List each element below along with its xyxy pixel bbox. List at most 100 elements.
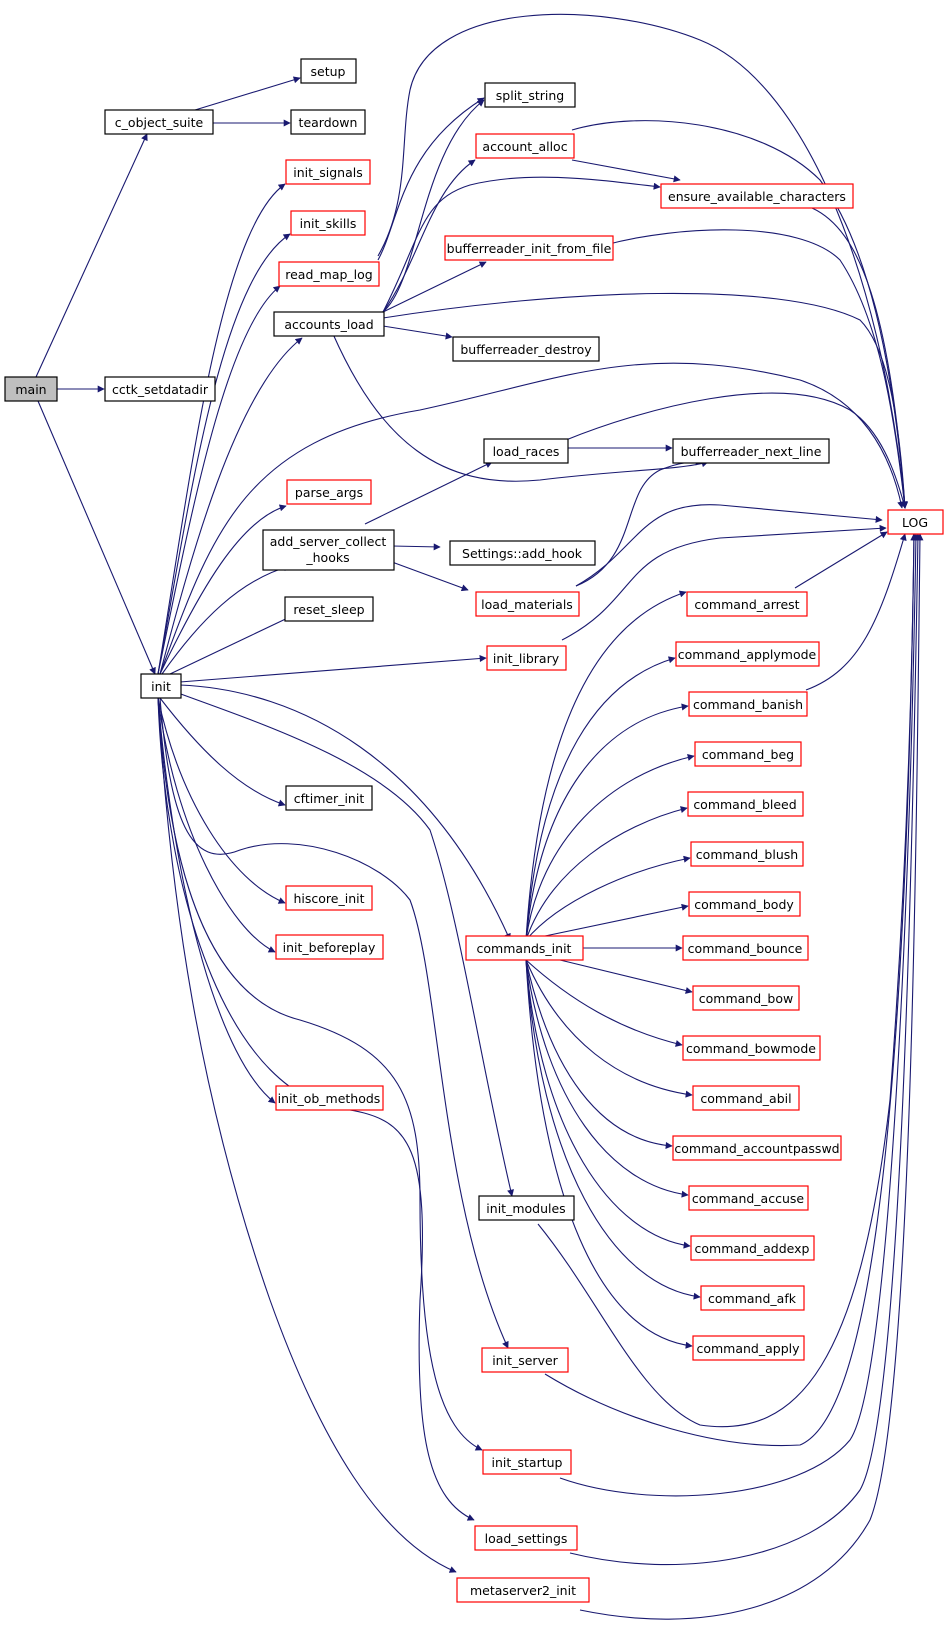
edge-init_modules-log xyxy=(537,533,918,1428)
node-command_bounce[interactable]: command_bounce xyxy=(682,935,809,961)
node-init_library-label: init_library xyxy=(493,651,560,666)
node-accounts_load[interactable]: accounts_load xyxy=(273,311,385,337)
edge-account_alloc-log xyxy=(571,120,908,509)
node-bufferreader_init_from_file[interactable]: bufferreader_init_from_file xyxy=(444,235,614,261)
edge-commands_init-command_bow xyxy=(559,959,693,994)
node-reset_sleep[interactable]: reset_sleep xyxy=(284,596,374,622)
node-command_accuse[interactable]: command_accuse xyxy=(688,1185,809,1211)
node-command_accountpasswd[interactable]: command_accountpasswd xyxy=(672,1135,842,1161)
node-command_afk[interactable]: command_afk xyxy=(700,1285,805,1311)
node-cctk_setdatadir-label: cctk_setdatadir xyxy=(112,382,209,397)
node-command_bounce-label: command_bounce xyxy=(688,941,803,956)
edge-account_alloc-ensure_available_characters xyxy=(571,159,681,183)
node-init_startup[interactable]: init_startup xyxy=(482,1449,572,1475)
node-command_bleed-label: command_bleed xyxy=(693,797,796,812)
node-log[interactable]: LOG xyxy=(887,509,944,535)
node-command_bowmode[interactable]: command_bowmode xyxy=(682,1035,821,1061)
node-teardown-label: teardown xyxy=(299,115,358,130)
node-teardown[interactable]: teardown xyxy=(290,109,366,135)
node-init_beforeplay[interactable]: init_beforeplay xyxy=(275,934,384,960)
edge-read_map_log-log xyxy=(377,13,908,509)
node-commands_init[interactable]: commands_init xyxy=(465,935,584,961)
edge-init-metaserver2_init xyxy=(157,697,457,1573)
edge-main-init xyxy=(37,400,156,675)
node-hiscore_init[interactable]: hiscore_init xyxy=(285,885,373,911)
node-init_ob_methods[interactable]: init_ob_methods xyxy=(275,1085,384,1111)
node-load_races-label: load_races xyxy=(493,444,560,459)
node-c_object_suite[interactable]: c_object_suite xyxy=(104,109,214,135)
edge-init-reset_sleep xyxy=(169,614,295,675)
edge-init-init_beforeplay xyxy=(157,697,276,953)
node-cftimer_init[interactable]: cftimer_init xyxy=(285,785,373,811)
edge-accounts_load-bufferreader_destroy xyxy=(382,325,453,340)
node-init_signals[interactable]: init_signals xyxy=(285,159,371,185)
node-split_string[interactable]: split_string xyxy=(484,82,576,108)
node-init_skills-label: init_skills xyxy=(300,216,357,231)
node-parse_args[interactable]: parse_args xyxy=(286,479,372,505)
node-command_bleed[interactable]: command_bleed xyxy=(687,791,804,817)
node-add_server_collect_hooks-label-line1: add_server_collect xyxy=(270,534,387,549)
node-init_server[interactable]: init_server xyxy=(481,1347,569,1373)
edge-bufferreader_init_from_file-log xyxy=(604,229,908,509)
edge-add_server_collect_hooks-load_materials xyxy=(391,561,469,592)
node-add_server_collect_hooks[interactable]: add_server_collect _hooks xyxy=(262,529,395,571)
edge-accounts_load-account_alloc xyxy=(382,159,476,313)
edge-init-init_server xyxy=(159,697,509,1349)
edge-command_banish-log xyxy=(805,533,907,691)
node-command_beg[interactable]: command_beg xyxy=(694,741,802,767)
node-main-label: main xyxy=(15,382,46,397)
node-main[interactable]: main xyxy=(4,376,58,402)
node-setup[interactable]: setup xyxy=(300,58,357,84)
node-command_apply[interactable]: command_apply xyxy=(692,1335,805,1361)
node-load_settings[interactable]: load_settings xyxy=(474,1525,578,1551)
node-account_alloc[interactable]: account_alloc xyxy=(475,133,575,159)
node-command_banish[interactable]: command_banish xyxy=(688,691,808,717)
node-cctk_setdatadir[interactable]: cctk_setdatadir xyxy=(104,376,216,402)
node-command_blush[interactable]: command_blush xyxy=(690,841,804,867)
node-metaserver2_init[interactable]: metaserver2_init xyxy=(456,1577,590,1603)
node-command_applymode[interactable]: command_applymode xyxy=(675,641,820,667)
node-init_modules[interactable]: init_modules xyxy=(478,1195,575,1221)
edge-init-init_library xyxy=(179,655,487,683)
node-command_body-label: command_body xyxy=(694,897,794,912)
node-command_banish-label: command_banish xyxy=(693,697,803,712)
node-read_map_log[interactable]: read_map_log xyxy=(278,261,380,287)
node-command_abil[interactable]: command_abil xyxy=(692,1085,800,1111)
edge-init-commands_init xyxy=(179,684,511,941)
edge-commands_init-command_body xyxy=(525,903,689,941)
node-init_startup-label: init_startup xyxy=(492,1455,563,1470)
node-command_arrest[interactable]: command_arrest xyxy=(686,591,808,617)
node-bufferreader_next_line[interactable]: bufferreader_next_line xyxy=(672,438,830,464)
node-command_blush-label: command_blush xyxy=(696,847,798,862)
edge-init_startup-log xyxy=(559,533,920,1497)
edge-accounts_load-bufferreader_next_line xyxy=(332,333,709,482)
node-init_library[interactable]: init_library xyxy=(486,645,567,671)
node-init_server-label: init_server xyxy=(492,1353,558,1368)
node-load_settings-label: load_settings xyxy=(485,1531,568,1546)
node-bufferreader_destroy[interactable]: bufferreader_destroy xyxy=(452,336,600,362)
node-command_body[interactable]: command_body xyxy=(688,891,801,917)
node-init[interactable]: init xyxy=(140,673,182,699)
node-command_accuse-label: command_accuse xyxy=(692,1191,804,1206)
node-command_addexp[interactable]: command_addexp xyxy=(690,1235,815,1261)
node-load_races[interactable]: load_races xyxy=(483,438,569,464)
node-init_skills[interactable]: init_skills xyxy=(290,210,366,236)
edge-init-read_map_log xyxy=(157,285,281,675)
node-ensure_available_characters[interactable]: ensure_available_characters xyxy=(660,183,854,209)
node-command_bow[interactable]: command_bow xyxy=(692,985,800,1011)
node-init_signals-label: init_signals xyxy=(293,165,363,180)
node-command_addexp-label: command_addexp xyxy=(695,1241,810,1256)
edge-commands_init-command_accountpasswd xyxy=(525,959,673,1149)
node-settings_add_hook[interactable]: Settings::add_hook xyxy=(449,540,596,566)
node-hiscore_init-label: hiscore_init xyxy=(293,891,364,906)
edge-init_library-log xyxy=(561,524,887,641)
edge-init-init_ob_methods xyxy=(157,697,276,1104)
edge-accounts_load-ensure_available_characters xyxy=(382,176,661,313)
node-init-label: init xyxy=(151,679,171,694)
edge-commands_init-command_abil xyxy=(525,959,693,1098)
node-command_afk-label: command_afk xyxy=(708,1291,797,1306)
node-init_ob_methods-label: init_ob_methods xyxy=(278,1091,381,1106)
node-load_materials[interactable]: load_materials xyxy=(475,591,580,617)
edge-init-parse_args xyxy=(159,504,287,675)
node-command_applymode-label: command_applymode xyxy=(678,647,817,662)
